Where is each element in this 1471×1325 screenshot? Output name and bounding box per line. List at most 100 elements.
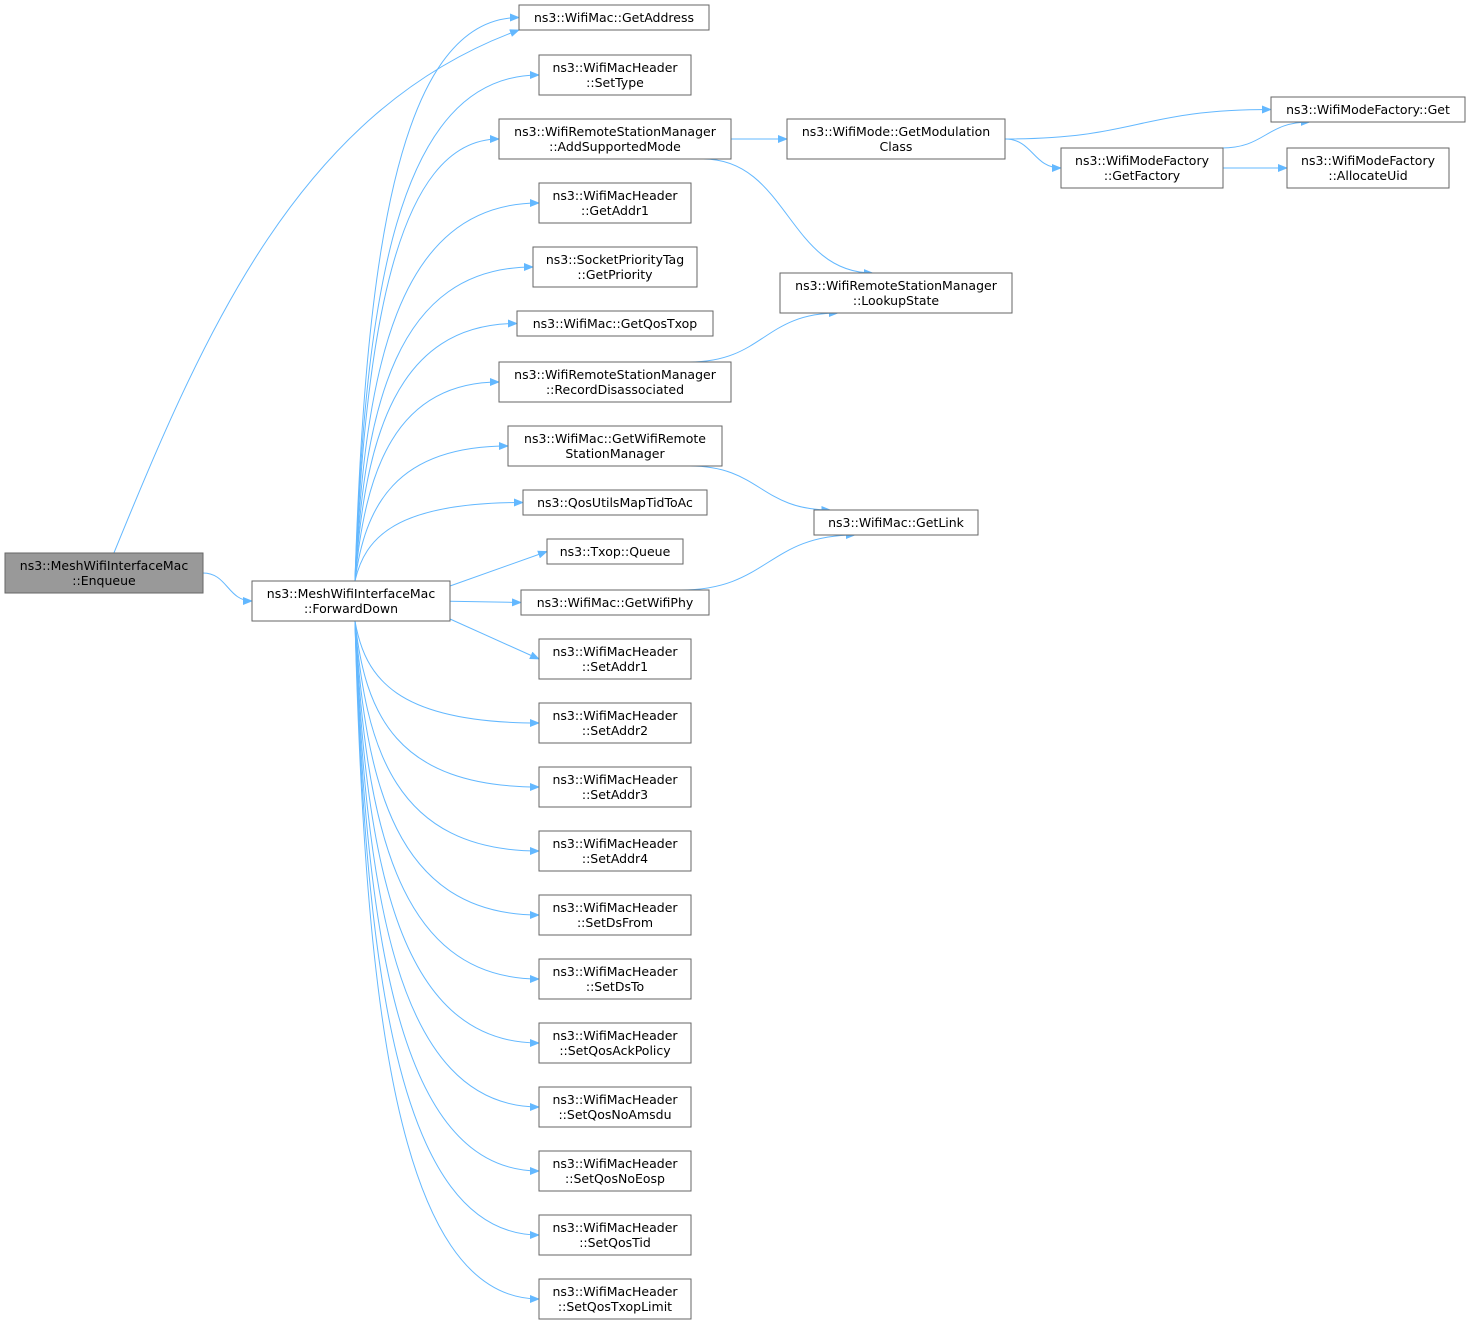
- edge-recorddisassociated-to-lookupstate: [689, 309, 839, 363]
- node-box: [538, 638, 692, 680]
- node-label-line: ::GetPriority: [577, 267, 653, 282]
- node-box: [786, 118, 1006, 160]
- node-label-line: Class: [880, 139, 913, 154]
- node-txopqueue[interactable]: ns3::Txop::Queue: [546, 538, 684, 565]
- node-box: [251, 580, 451, 622]
- node-addsupportedmode[interactable]: ns3::WifiRemoteStationManager::AddSuppor…: [498, 118, 732, 160]
- node-qosutilsmaptidtoac[interactable]: ns3::QosUtilsMapTidToAc: [522, 489, 708, 516]
- node-label-line: ns3::WifiMacHeader: [552, 964, 678, 979]
- node-getwifiremotestationmanager[interactable]: ns3::WifiMac::GetWifiRemoteStationManage…: [507, 425, 723, 467]
- node-getpriority[interactable]: ns3::SocketPriorityTag::GetPriority: [532, 246, 698, 288]
- edge-forwarddown-to-settype: [354, 71, 540, 582]
- node-label-line: ns3::WifiRemoteStationManager: [514, 124, 717, 139]
- node-label-line: ::SetDsTo: [586, 979, 644, 994]
- node-box: [538, 958, 692, 1000]
- edge-forwarddown-to-setqosnoamsdu: [354, 620, 540, 1111]
- node-label-line: ::AllocateUid: [1328, 168, 1407, 183]
- edge-forwarddown-to-setaddr3: [354, 620, 540, 791]
- node-setqosnoamsdu[interactable]: ns3::WifiMacHeader::SetQosNoAmsdu: [538, 1086, 692, 1128]
- node-box: [546, 538, 684, 565]
- node-label-line: ns3::WifiMacHeader: [552, 900, 678, 915]
- node-getlink[interactable]: ns3::WifiMac::GetLink: [813, 509, 979, 536]
- node-layer: ns3::MeshWifiInterfaceMac::Enqueuens3::M…: [4, 4, 1466, 1320]
- node-setqostid[interactable]: ns3::WifiMacHeader::SetQosTid: [538, 1214, 692, 1256]
- node-setaddr1[interactable]: ns3::WifiMacHeader::SetAddr1: [538, 638, 692, 680]
- node-box: [538, 54, 692, 96]
- node-label-line: ::SetAddr1: [582, 659, 648, 674]
- node-setaddr4[interactable]: ns3::WifiMacHeader::SetAddr4: [538, 830, 692, 872]
- node-label-line: ::SetQosTid: [579, 1235, 651, 1250]
- edge-forwarddown-to-getwifiremotestationmanager: [354, 442, 509, 582]
- node-label-line: ns3::WifiRemoteStationManager: [795, 278, 998, 293]
- node-setdsto[interactable]: ns3::WifiMacHeader::SetDsTo: [538, 958, 692, 1000]
- node-recorddisassociated[interactable]: ns3::WifiRemoteStationManager::RecordDis…: [498, 361, 732, 403]
- node-box: [520, 589, 710, 616]
- edge-enqueue-to-forwarddown: [202, 572, 253, 605]
- node-box: [538, 1022, 692, 1064]
- node-getaddress[interactable]: ns3::WifiMac::GetAddress: [518, 4, 710, 31]
- node-label-line: ns3::WifiModeFactory: [1075, 153, 1210, 168]
- node-label-line: ns3::WifiMacHeader: [552, 1220, 678, 1235]
- node-box: [538, 830, 692, 872]
- node-box: [522, 489, 708, 516]
- node-label-line: ns3::WifiRemoteStationManager: [514, 367, 717, 382]
- node-box: [498, 118, 732, 160]
- node-label-line: ns3::SocketPriorityTag: [546, 252, 684, 267]
- node-box: [532, 246, 698, 288]
- edge-getfactory-to-wifimodefactoryget: [1221, 118, 1311, 149]
- node-label-line: ::SetAddr2: [582, 723, 648, 738]
- node-enqueue[interactable]: ns3::MeshWifiInterfaceMac::Enqueue: [4, 552, 204, 594]
- node-label-line: ::SetQosTxopLimit: [558, 1299, 672, 1314]
- node-setqostxoplimit[interactable]: ns3::WifiMacHeader::SetQosTxopLimit: [538, 1278, 692, 1320]
- node-forwarddown[interactable]: ns3::MeshWifiInterfaceMac::ForwardDown: [251, 580, 451, 622]
- node-label-line: ns3::WifiMac::GetWifiRemote: [524, 431, 706, 446]
- edge-forwarddown-to-setaddr2: [354, 620, 540, 727]
- node-label-line: ::RecordDisassociated: [546, 382, 684, 397]
- node-getwifiphy[interactable]: ns3::WifiMac::GetWifiPhy: [520, 589, 710, 616]
- edge-getmodulationclass-to-wifimodefactoryget: [1004, 105, 1272, 140]
- edge-forwarddown-to-addsupportedmode: [354, 135, 500, 582]
- node-lookupstate[interactable]: ns3::WifiRemoteStationManager::LookupSta…: [779, 272, 1013, 314]
- edge-forwarddown-to-setdsfrom: [354, 620, 540, 919]
- node-label-line: ns3::WifiMacHeader: [552, 708, 678, 723]
- node-box: [507, 425, 723, 467]
- edge-forwarddown-to-getaddress: [354, 13, 520, 582]
- node-label-line: ns3::WifiMac::GetQosTxop: [533, 316, 698, 331]
- edge-forwarddown-to-qosutilsmaptidtoac: [354, 498, 524, 582]
- node-setaddr2[interactable]: ns3::WifiMacHeader::SetAddr2: [538, 702, 692, 744]
- node-label-line: ns3::Txop::Queue: [560, 544, 671, 559]
- node-box: [538, 894, 692, 936]
- node-label-line: ::GetAddr1: [581, 203, 649, 218]
- node-label-line: ::LookupState: [853, 293, 940, 308]
- edge-forwarddown-to-setaddr1: [449, 618, 540, 660]
- node-label-line: ns3::WifiMacHeader: [552, 1092, 678, 1107]
- node-box: [813, 509, 979, 536]
- node-allocateuid[interactable]: ns3::WifiModeFactory::AllocateUid: [1286, 147, 1450, 189]
- node-label-line: ::ForwardDown: [304, 601, 398, 616]
- node-label-line: ::SetDsFrom: [577, 915, 653, 930]
- node-getqostxop[interactable]: ns3::WifiMac::GetQosTxop: [516, 310, 714, 337]
- edge-forwarddown-to-getwifiphy: [449, 598, 522, 607]
- node-setaddr3[interactable]: ns3::WifiMacHeader::SetAddr3: [538, 766, 692, 808]
- node-label-line: ns3::WifiMacHeader: [552, 60, 678, 75]
- node-settype[interactable]: ns3::WifiMacHeader::SetType: [538, 54, 692, 96]
- node-label-line: ns3::WifiMacHeader: [552, 188, 678, 203]
- node-setdsfrom[interactable]: ns3::WifiMacHeader::SetDsFrom: [538, 894, 692, 936]
- node-setqosackpolicy[interactable]: ns3::WifiMacHeader::SetQosAckPolicy: [538, 1022, 692, 1064]
- node-wifimodefactoryget[interactable]: ns3::WifiModeFactory::Get: [1270, 96, 1466, 123]
- edge-getmodulationclass-to-getfactory: [1004, 138, 1062, 172]
- node-label-line: ns3::WifiModeFactory: [1301, 153, 1436, 168]
- edge-forwarddown-to-setaddr4: [354, 620, 540, 855]
- node-box: [498, 361, 732, 403]
- node-label-line: ::SetAddr3: [582, 787, 648, 802]
- node-label-line: ::GetFactory: [1104, 168, 1181, 183]
- node-setqosnoeosp[interactable]: ns3::WifiMacHeader::SetQosNoEosp: [538, 1150, 692, 1192]
- node-label-line: ns3::WifiMacHeader: [552, 1156, 678, 1171]
- node-getaddr1[interactable]: ns3::WifiMacHeader::GetAddr1: [538, 182, 692, 224]
- node-label-line: ns3::WifiMacHeader: [552, 1284, 678, 1299]
- node-box: [1286, 147, 1450, 189]
- node-label-line: ns3::WifiMacHeader: [552, 1028, 678, 1043]
- edge-forwarddown-to-setdsto: [354, 620, 540, 983]
- node-getfactory[interactable]: ns3::WifiModeFactory::GetFactory: [1060, 147, 1224, 189]
